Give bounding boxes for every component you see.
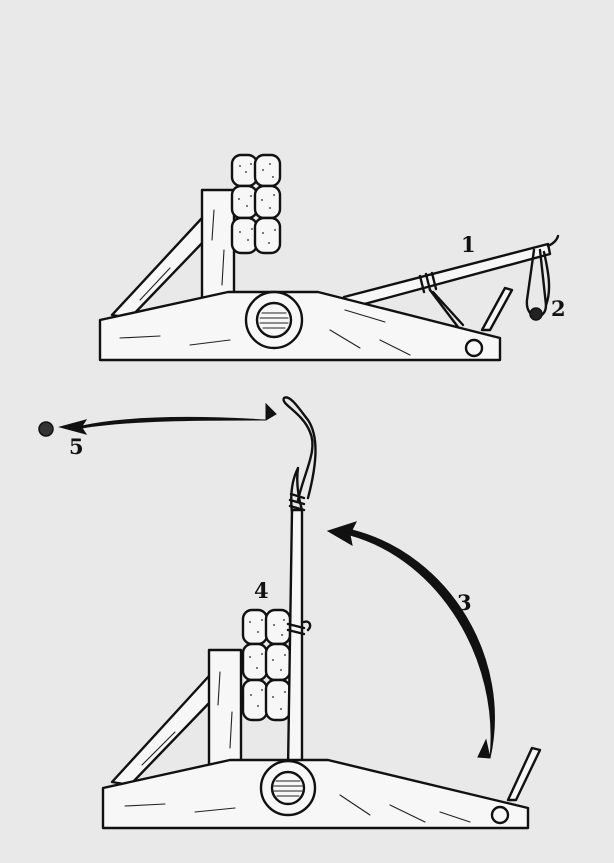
label-arm: 1 xyxy=(461,232,476,257)
bottom-axle xyxy=(261,761,315,815)
bottom-upright-post xyxy=(209,650,241,768)
label-swing: 3 xyxy=(457,590,472,615)
top-axle xyxy=(246,292,302,348)
top-throwing-arm xyxy=(340,236,558,309)
catapult-fired xyxy=(103,397,540,828)
flight-arrow xyxy=(60,404,276,434)
bottom-throwing-arm xyxy=(288,468,310,768)
label-projectile: 5 xyxy=(69,434,84,459)
top-counterweight xyxy=(232,155,280,253)
bottom-sling xyxy=(284,397,316,500)
catapult-ready xyxy=(100,155,558,360)
bottom-counterweight xyxy=(243,610,290,720)
swing-arrow xyxy=(328,522,494,758)
released-projectile-stone xyxy=(39,422,53,436)
top-projectile-stone xyxy=(530,308,542,320)
bottom-stop-peg xyxy=(508,748,540,800)
top-stop-peg xyxy=(482,288,512,330)
top-upright-post xyxy=(202,190,234,302)
label-counterweight: 4 xyxy=(254,578,269,603)
label-sling: 2 xyxy=(551,296,566,321)
